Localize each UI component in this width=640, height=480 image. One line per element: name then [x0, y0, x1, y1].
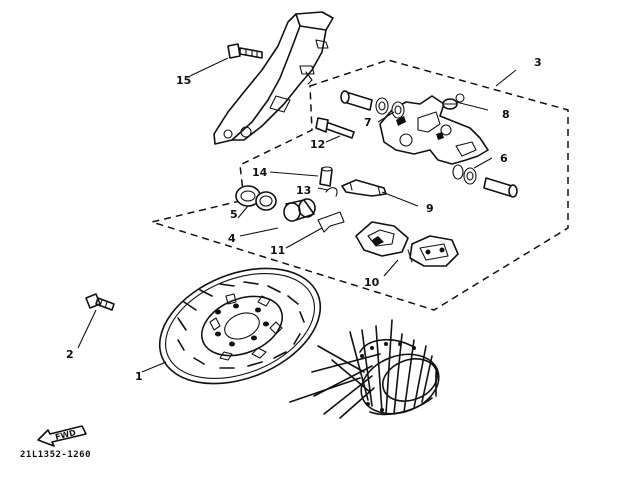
- wheel-hub: [289, 319, 440, 419]
- slide-pin-upper: [340, 90, 405, 119]
- callout-12: 12: [310, 138, 325, 151]
- leader-lines: [77, 57, 517, 373]
- callout-3: 3: [534, 56, 542, 69]
- callout-4: 4: [228, 232, 236, 245]
- bleed-screw: [442, 93, 465, 110]
- disc-bolt: [85, 293, 115, 311]
- callout-11: 11: [270, 244, 285, 257]
- piston-seal-kit: [235, 185, 277, 211]
- callout-7: 7: [364, 116, 372, 129]
- pad-spring: [341, 179, 387, 197]
- diagram-part-number: 21L1352-1260: [20, 450, 92, 460]
- pad-pin: [319, 166, 333, 187]
- fork-leg: [213, 11, 334, 145]
- callout-10: 10: [364, 276, 380, 289]
- brake-pads: [355, 221, 459, 267]
- caliper-bolt: [315, 117, 355, 139]
- fwd-arrow-icon: FWD: [37, 425, 87, 447]
- fwd-label: FWD: [54, 428, 77, 442]
- callout-1: 1: [135, 370, 143, 383]
- callout-15: 15: [176, 74, 191, 87]
- brake-disc: [158, 267, 322, 385]
- slide-pin-lower: [452, 164, 518, 198]
- callout-13: 13: [296, 184, 311, 197]
- mounting-bolt: [227, 43, 263, 59]
- caliper-bracket: [379, 95, 489, 165]
- callout-6: 6: [500, 152, 508, 165]
- callout-14: 14: [252, 166, 268, 179]
- pad-shim: [317, 211, 345, 233]
- pin-clip: [325, 187, 338, 197]
- callout-9: 9: [426, 202, 434, 215]
- callout-8: 8: [502, 108, 510, 121]
- callouts: 1 2 3 4 5 6 7 8 9 10 11 12 13 14 15: [66, 56, 542, 383]
- callout-2: 2: [66, 348, 74, 361]
- piston: [283, 198, 316, 222]
- callout-5: 5: [230, 208, 238, 221]
- caliper-assembly-outline: [149, 59, 569, 311]
